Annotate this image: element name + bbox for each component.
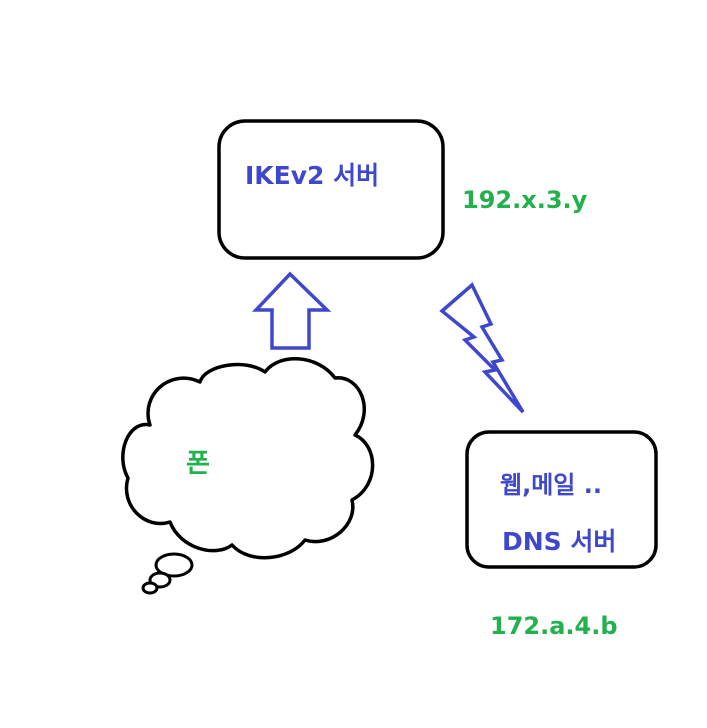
services-server-ip: 172.a.4.b — [490, 612, 618, 640]
thought-cloud-icon — [121, 357, 375, 595]
services-label-line2: DNS 서버 — [502, 527, 617, 556]
services-label-line1: 웹,메일 .. — [500, 471, 602, 499]
ikev2-server-ip: 192.x.3.y — [462, 186, 588, 214]
services-server-box — [465, 430, 658, 569]
ikev2-server-box — [217, 119, 445, 260]
ikev2-server-label: IKEv2 서버 — [245, 161, 380, 190]
lightning-bolt-icon — [439, 282, 525, 414]
up-arrow-icon — [251, 271, 332, 350]
phone-label: 폰 — [186, 449, 210, 479]
